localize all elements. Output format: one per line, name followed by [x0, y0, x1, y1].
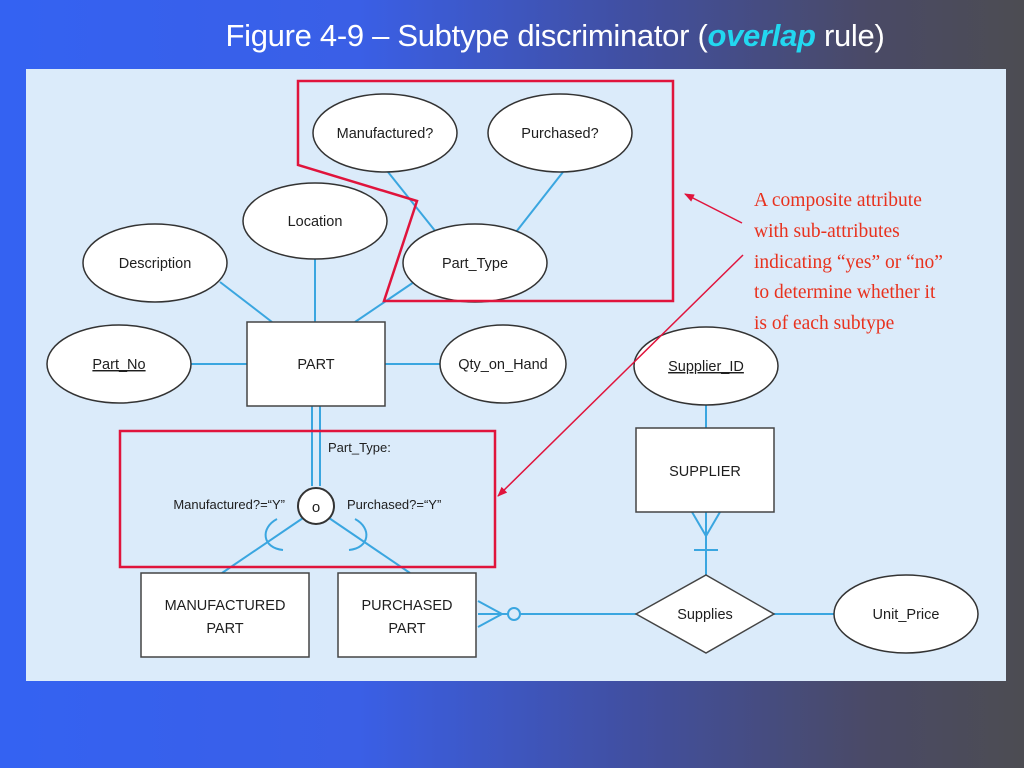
- attr-part-no: [46, 324, 192, 404]
- connector-lines: [190, 171, 834, 628]
- label-qty-on-hand: Qty_on_Hand: [458, 357, 547, 373]
- label-purchased: Purchased?: [521, 126, 598, 142]
- crowfoot-purchased-bottom: [477, 613, 503, 628]
- arrow-to-composite: [684, 193, 743, 224]
- highlight-subtype-discriminator: [118, 429, 497, 569]
- line-manufactured-parttype: [387, 171, 437, 233]
- label-part-type: Part_Type: [442, 256, 508, 272]
- arrow-to-discriminator: [497, 254, 744, 497]
- subset-arc-manufactured: [264, 518, 284, 551]
- label-part-no: Part_No: [92, 357, 145, 373]
- label-part: PART: [297, 357, 334, 373]
- attr-location: [242, 182, 388, 260]
- attr-supplier-id: [633, 326, 779, 406]
- annotation-line: is of each subtype: [754, 313, 895, 335]
- annotation-line: to determine whether it: [754, 282, 936, 304]
- overlap-circle: [297, 487, 335, 525]
- label-supplier: SUPPLIER: [669, 464, 741, 480]
- overlap-symbol: o: [312, 499, 320, 516]
- line-circle-purchased: [328, 517, 411, 574]
- attr-unit-price: [833, 574, 979, 654]
- highlight-composite-attribute: [296, 79, 675, 303]
- label-discriminator: Part_Type:: [328, 440, 391, 455]
- slide-title: Figure 4-9 – Subtype discriminator (over…: [0, 18, 1024, 54]
- title-emphasis: overlap: [707, 18, 816, 53]
- attr-manufactured: [312, 93, 458, 173]
- label-manufactured-part-2: PART: [206, 621, 243, 637]
- label-purchased-part-2: PART: [388, 621, 425, 637]
- title-suffix: rule): [815, 18, 885, 53]
- relationship-supplies: [634, 574, 776, 654]
- line-circle-manufactured: [221, 517, 304, 574]
- annotation-line: with sub-attributes: [754, 220, 900, 242]
- label-purchased-condition: Purchased?=“Y”: [347, 497, 441, 512]
- attr-qty-on-hand: [439, 324, 567, 404]
- attr-description: [82, 223, 228, 303]
- optional-zero-circle: [507, 607, 521, 621]
- entity-supplier: [635, 427, 775, 513]
- label-unit-price: Unit_Price: [873, 607, 940, 623]
- subset-arc-purchased: [348, 518, 368, 551]
- line-description-part: [219, 281, 273, 323]
- entity-manufactured-part: [140, 572, 310, 658]
- label-description: Description: [119, 256, 192, 272]
- label-manufactured-part-1: MANUFACTURED: [165, 598, 286, 614]
- label-purchased-part-1: PURCHASED: [361, 598, 452, 614]
- entity-part: [246, 321, 386, 407]
- annotation-line: A composite attribute: [754, 190, 922, 211]
- crowfoot-supplier-right: [705, 511, 721, 537]
- label-supplier-id: Supplier_ID: [668, 359, 744, 375]
- crowfoot-supplier-left: [691, 511, 707, 537]
- line-purchased-parttype: [515, 171, 564, 233]
- label-manufactured: Manufactured?: [337, 126, 434, 142]
- crowfoot-purchased-top: [477, 600, 503, 615]
- annotation-text: A composite attribute with sub-attribute…: [754, 186, 1014, 340]
- entity-purchased-part: [337, 572, 477, 658]
- label-supplies: Supplies: [677, 607, 733, 623]
- annotation-line: indicating “yes” or “no”: [754, 251, 943, 273]
- title-prefix: Figure 4-9 – Subtype discriminator (: [225, 18, 708, 53]
- attr-purchased: [487, 93, 633, 173]
- label-location: Location: [288, 214, 343, 230]
- label-manufactured-condition: Manufactured?=“Y”: [173, 497, 285, 512]
